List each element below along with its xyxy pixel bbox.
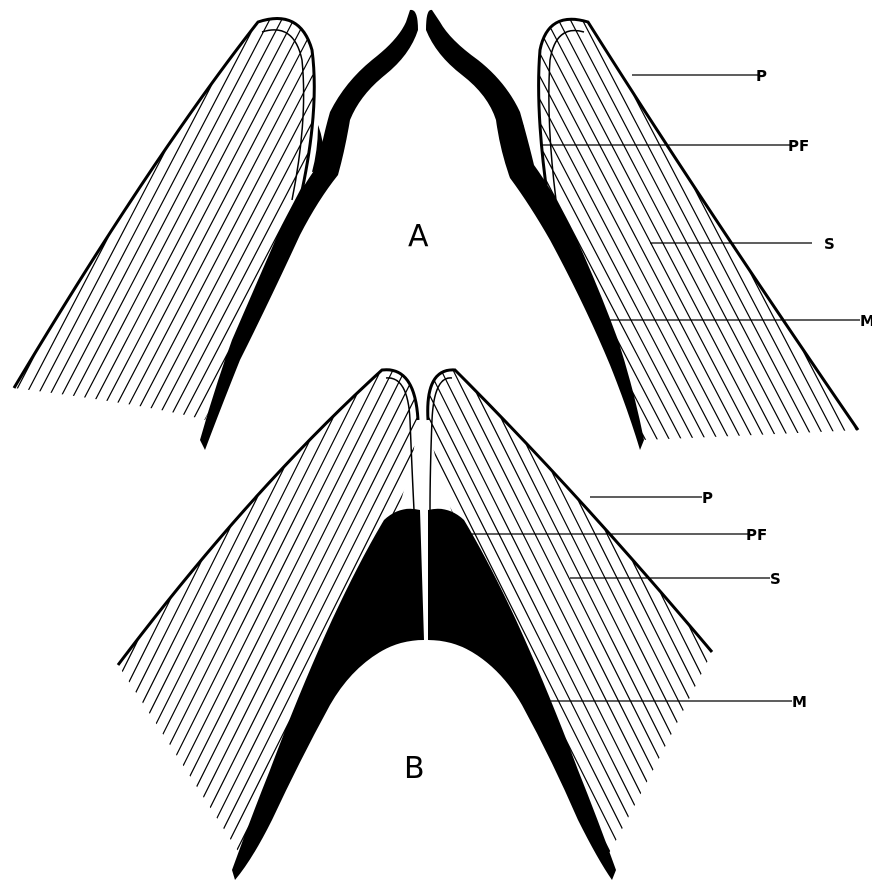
stria-line [0,0,208,460]
stria-line [798,340,872,890]
stria-line [0,340,96,890]
stria-line [0,0,112,460]
stria-line [822,340,872,890]
stria-line [726,340,872,890]
stria-line [0,340,156,890]
stria-line [860,0,872,460]
stria-line [0,340,120,890]
stria-line [774,340,872,890]
stria-line [0,340,168,890]
stria-line [0,340,240,890]
panel-a-label-pf: PF [788,137,809,155]
stria-line [846,340,872,890]
panel-b-left-inner-rim [386,378,414,510]
stria-line [0,0,64,460]
stria-line [654,340,872,890]
stria-line [0,340,228,890]
stria-line [702,340,872,890]
stria-line [0,0,184,460]
stria-line [800,0,872,460]
stria-line [0,340,108,890]
stria-line [0,0,172,460]
stria-line [812,0,872,460]
stria-line [0,340,192,890]
stria-line [0,340,144,890]
panel-b-label-pf: PF [746,526,767,544]
stria-line [0,0,100,460]
panel-a-letter: A [408,219,429,254]
stria-line [0,340,264,890]
stria-line [836,0,872,460]
stria-line [0,340,24,890]
panel-a-right-wing-outline [539,19,858,430]
stria-line [0,0,232,460]
stria-line [848,0,872,460]
stria-line [0,0,28,460]
stria-line [0,340,36,890]
panel-b-letter: B [404,751,425,786]
panel-b-right-inner-rim [430,378,452,510]
stria-line [0,0,148,460]
stria-line [0,340,48,890]
stria-line [0,0,52,460]
stria-line [764,0,872,460]
stria-line [0,0,124,460]
stria-line [0,340,180,890]
stria-line [0,340,132,890]
stria-line [0,0,220,460]
stria-line [0,0,40,460]
panel-b-left-muscle-band [232,509,424,880]
stria-line [0,340,72,890]
stria-line [606,340,872,890]
panel-b-label-m: M [792,693,807,711]
panel-b: B P PF S M [0,340,872,890]
stria-line [692,0,872,460]
stria-line [0,340,216,890]
stria-line [630,340,872,890]
stria-line [0,340,60,890]
panel-b-label-p: P [702,489,713,507]
stria-line [0,0,4,460]
stria-line [0,0,16,460]
stria-line [678,340,872,890]
stria-line [0,340,84,890]
panel-a-label-p: P [756,67,767,85]
stria-line [0,0,196,460]
panel-a-left-fold [312,125,323,172]
panel-b-right-muscle-band [428,509,616,880]
panel-a-label-m: M [860,312,872,330]
stria-line [0,0,136,460]
panel-b-label-s: S [770,570,781,588]
stria-line [0,0,88,460]
stria-line [668,0,872,460]
panel-a-label-s: S [824,235,835,253]
stria-line [0,340,12,890]
stria-line [0,340,204,890]
